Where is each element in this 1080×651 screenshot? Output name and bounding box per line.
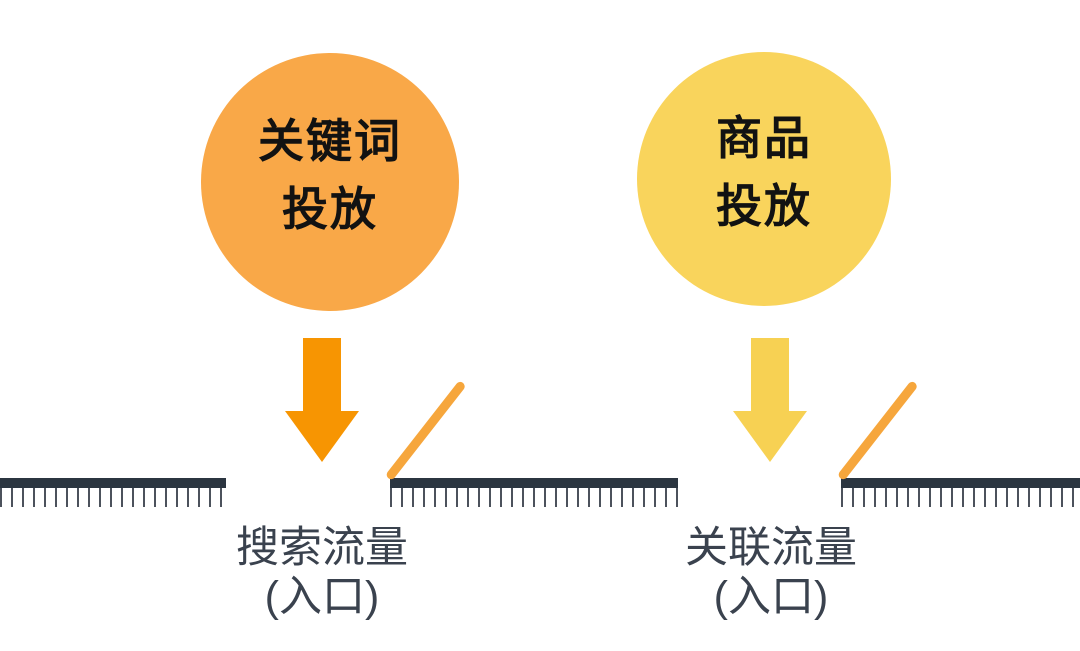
arrow-head: [733, 411, 807, 462]
open-gate-search-icon: [384, 380, 467, 481]
ground-bar: [390, 478, 678, 488]
ground-hatch-ticks: [841, 488, 1080, 507]
node-keyword-label-line1: 关键词: [258, 115, 402, 167]
node-keyword-targeting: 关键词 投放: [201, 53, 459, 311]
label-line1: 关联流量: [685, 524, 857, 572]
ground-segment-middle: [390, 478, 678, 507]
ground-hatch-ticks: [0, 488, 226, 507]
down-arrow-product-icon: [733, 338, 807, 462]
ground-bar: [841, 478, 1080, 488]
node-product-label-line2: 投放: [716, 180, 812, 232]
ground-bar: [0, 478, 226, 488]
ground-segment-right: [841, 478, 1080, 507]
label-line2: (入口): [713, 573, 829, 621]
label-association-traffic-entrance: 关联流量 (入口): [621, 524, 921, 622]
open-gate-association-icon: [836, 380, 919, 481]
node-product-label-line1: 商品: [716, 112, 812, 164]
node-keyword-label-line2: 投放: [282, 183, 378, 235]
node-product-targeting: 商品 投放: [637, 52, 891, 306]
label-line1: 搜索流量: [236, 524, 408, 572]
ground-segment-left: [0, 478, 226, 507]
arrow-head: [285, 411, 359, 462]
arrow-shaft: [303, 338, 341, 411]
down-arrow-keyword-icon: [285, 338, 359, 462]
label-search-traffic-entrance: 搜索流量 (入口): [172, 524, 472, 622]
label-line2: (入口): [264, 573, 380, 621]
arrow-shaft: [751, 338, 789, 411]
ground-hatch-ticks: [390, 488, 678, 507]
